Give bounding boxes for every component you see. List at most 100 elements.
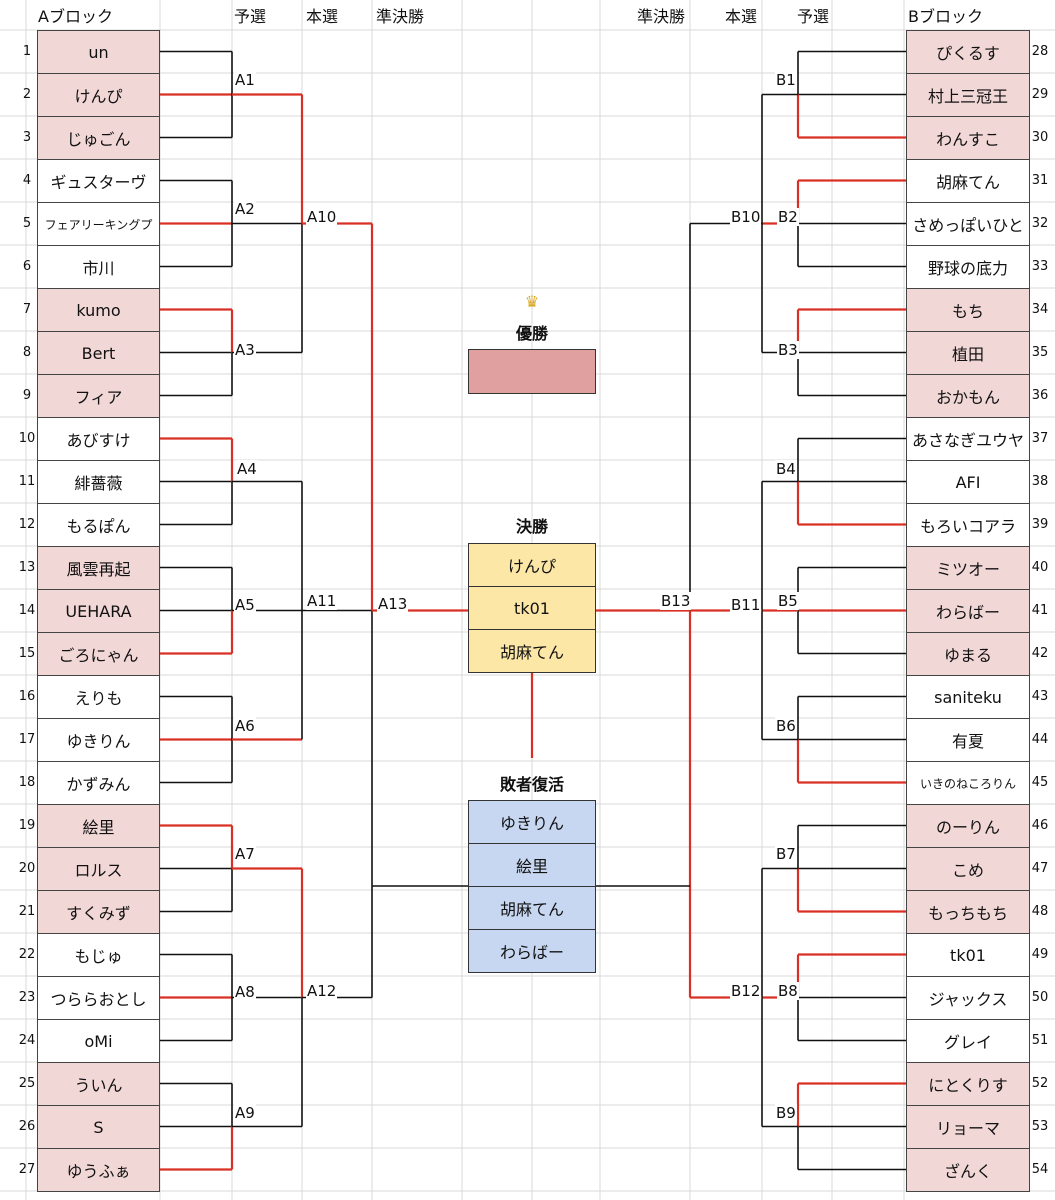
player-cell: 植田 <box>906 331 1030 375</box>
player-cell: saniteku <box>906 675 1030 719</box>
row-number: 15 <box>18 646 36 661</box>
left-header-semifinal: 準決勝 <box>376 7 425 26</box>
row-number: 27 <box>18 1162 36 1177</box>
right-header-qualifier: 予選 <box>797 7 830 26</box>
revival-player-3: 胡麻てん <box>468 886 596 930</box>
final-player-1: けんぴ <box>468 543 596 587</box>
player-cell: 緋薔薇 <box>37 460 160 504</box>
player-cell: ごろにゃん <box>37 632 160 676</box>
player-cell: にとくりす <box>906 1062 1030 1106</box>
right-header-main: 本選 <box>725 7 758 26</box>
row-number: 11 <box>18 474 36 489</box>
player-cell: ジャックス <box>906 976 1030 1020</box>
row-number: 20 <box>18 861 36 876</box>
player-cell: ミツオー <box>906 546 1030 590</box>
match-label-a6: A6 <box>234 716 256 735</box>
a-block-header: Aブロック <box>38 7 113 26</box>
match-label-a11: A11 <box>306 591 338 610</box>
match-label-a3: A3 <box>234 340 256 359</box>
row-number: 54 <box>1031 1162 1049 1177</box>
row-number: 50 <box>1031 990 1049 1005</box>
player-cell: もち <box>906 288 1030 332</box>
row-number: 17 <box>18 732 36 747</box>
player-cell: すくみず <box>37 890 160 934</box>
player-cell: えりも <box>37 675 160 719</box>
player-cell: あさなぎユウヤ <box>906 417 1030 461</box>
row-number: 43 <box>1031 689 1049 704</box>
player-cell: じゅごん <box>37 116 160 160</box>
player-cell: ゆうふぁ <box>37 1148 160 1192</box>
match-label-b2: B2 <box>777 207 799 226</box>
player-cell: ゆきりん <box>37 718 160 762</box>
row-number: 31 <box>1031 173 1049 188</box>
player-cell: リョーマ <box>906 1105 1030 1149</box>
row-number: 24 <box>18 1033 36 1048</box>
match-label-b4: B4 <box>775 459 797 478</box>
match-label-b1: B1 <box>775 70 797 89</box>
player-cell: こめ <box>906 847 1030 891</box>
row-number: 37 <box>1031 431 1049 446</box>
row-number: 45 <box>1031 775 1049 790</box>
player-cell: わらばー <box>906 589 1030 633</box>
final-title: 決勝 <box>515 517 548 536</box>
row-number: 44 <box>1031 732 1049 747</box>
player-cell: いきのねころりん <box>906 761 1030 805</box>
row-number: 22 <box>18 947 36 962</box>
row-number: 1 <box>22 44 32 59</box>
player-cell: un <box>37 30 160 74</box>
match-label-a4: A4 <box>236 459 258 478</box>
row-number: 6 <box>22 259 32 274</box>
player-cell: のーりん <box>906 804 1030 848</box>
row-number: 26 <box>18 1119 36 1134</box>
row-number: 33 <box>1031 259 1049 274</box>
row-number: 21 <box>18 904 36 919</box>
match-label-b9: B9 <box>775 1103 797 1122</box>
player-cell: ゆまる <box>906 632 1030 676</box>
match-label-b12: B12 <box>730 981 762 1000</box>
player-cell: 胡麻てん <box>906 159 1030 203</box>
match-label-a1: A1 <box>234 70 256 89</box>
player-cell: もっちもち <box>906 890 1030 934</box>
player-cell: 風雲再起 <box>37 546 160 590</box>
match-label-a13: A13 <box>377 594 409 613</box>
player-cell: 村上三冠王 <box>906 73 1030 117</box>
player-cell: 市川 <box>37 245 160 289</box>
row-number: 28 <box>1031 44 1049 59</box>
row-number: 25 <box>18 1076 36 1091</box>
player-cell: わんすこ <box>906 116 1030 160</box>
row-number: 16 <box>18 689 36 704</box>
row-number: 8 <box>22 345 32 360</box>
row-number: 41 <box>1031 603 1049 618</box>
match-label-b6: B6 <box>775 716 797 735</box>
champion-box <box>468 349 596 394</box>
row-number: 38 <box>1031 474 1049 489</box>
match-label-a5: A5 <box>234 595 256 614</box>
row-number: 52 <box>1031 1076 1049 1091</box>
final-player-2: tk01 <box>468 586 596 630</box>
row-number: 46 <box>1031 818 1049 833</box>
player-cell: グレイ <box>906 1019 1030 1063</box>
row-number: 32 <box>1031 216 1049 231</box>
player-cell: ギュスターヴ <box>37 159 160 203</box>
player-cell: ロルス <box>37 847 160 891</box>
player-cell: S <box>37 1105 160 1149</box>
match-label-a12: A12 <box>306 981 338 1000</box>
player-cell: さめっぽいひと <box>906 202 1030 246</box>
row-number: 12 <box>18 517 36 532</box>
match-label-a7: A7 <box>234 844 256 863</box>
match-label-b11: B11 <box>730 595 762 614</box>
player-cell: ぴくるす <box>906 30 1030 74</box>
player-cell: AFI <box>906 460 1030 504</box>
row-number: 4 <box>22 173 32 188</box>
match-label-a2: A2 <box>234 199 256 218</box>
player-cell: tk01 <box>906 933 1030 977</box>
player-cell: kumo <box>37 288 160 332</box>
player-cell: あびすけ <box>37 417 160 461</box>
row-number: 30 <box>1031 130 1049 145</box>
match-label-b8: B8 <box>777 981 799 1000</box>
player-cell: UEHARA <box>37 589 160 633</box>
row-number: 35 <box>1031 345 1049 360</box>
row-number: 48 <box>1031 904 1049 919</box>
player-cell: 有夏 <box>906 718 1030 762</box>
